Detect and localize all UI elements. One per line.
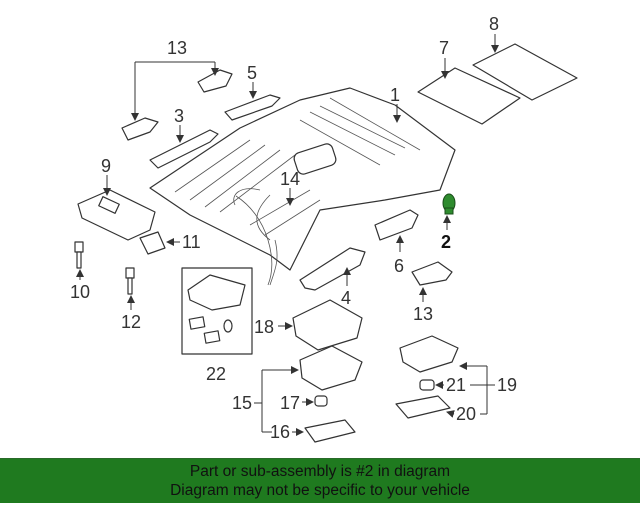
lamp-assembly-19[interactable] [399, 335, 459, 373]
screw-12[interactable] [125, 267, 135, 295]
callout-10: 10 [70, 282, 90, 302]
callout-8: 8 [489, 14, 499, 34]
highlighted-clip-part-2[interactable] [442, 193, 456, 215]
callout-13-right: 13 [413, 304, 433, 324]
bracket-3[interactable] [149, 129, 219, 169]
callout-9: 9 [101, 156, 111, 176]
vehicle-fitment-banner: Part or sub-assembly is #2 in diagram Di… [0, 458, 640, 503]
callout-21: 21 [446, 375, 466, 395]
callout-17: 17 [280, 393, 300, 413]
callout-11: 11 [182, 232, 201, 252]
bulb-21[interactable] [419, 379, 435, 391]
callout-18: 18 [254, 317, 274, 337]
bracket-4[interactable] [299, 247, 366, 291]
lens-16[interactable] [304, 419, 356, 443]
callout-3: 3 [174, 106, 184, 126]
callout-20: 20 [456, 404, 476, 424]
headliner-part[interactable] [149, 87, 456, 286]
callout-2: 2 [441, 232, 451, 252]
callout-7: 7 [439, 38, 449, 58]
banner-line-1: Part or sub-assembly is #2 in diagram [189, 463, 451, 480]
bracket-6[interactable] [374, 209, 419, 241]
banner-line-2: Diagram may not be specific to your vehi… [170, 482, 470, 499]
map-lamp-22[interactable] [187, 274, 246, 344]
callout-14: 14 [280, 169, 300, 189]
callout-15: 15 [232, 393, 252, 413]
bulb-17[interactable] [314, 395, 328, 407]
wire-harness-14[interactable] [235, 195, 273, 286]
parts-diagram: 13 7 8 5 1 3 9 14 2 11 6 10 4 13 12 18 2… [70, 14, 578, 443]
screw-10[interactable] [74, 241, 84, 269]
clip-11[interactable] [139, 231, 166, 255]
callout-19: 19 [497, 375, 517, 395]
sun-visor-9[interactable] [77, 189, 156, 241]
callout-12: 12 [121, 312, 141, 332]
callout-13-top: 13 [167, 38, 187, 58]
lamp-assembly-15[interactable] [299, 345, 363, 391]
callout-22: 22 [206, 364, 226, 384]
callout-5: 5 [247, 63, 257, 83]
bracket-13-left[interactable] [121, 69, 233, 141]
callout-16: 16 [270, 422, 290, 442]
callout-6: 6 [394, 256, 404, 276]
callout-4: 4 [341, 288, 351, 308]
bracket-5[interactable] [224, 94, 281, 121]
leader-lines [76, 34, 499, 436]
dome-lamp-18[interactable] [292, 299, 363, 351]
bracket-13-right[interactable] [411, 261, 453, 286]
sunshade-panel-8[interactable] [472, 43, 578, 101]
lens-20[interactable] [395, 395, 451, 419]
callout-1: 1 [390, 85, 400, 105]
